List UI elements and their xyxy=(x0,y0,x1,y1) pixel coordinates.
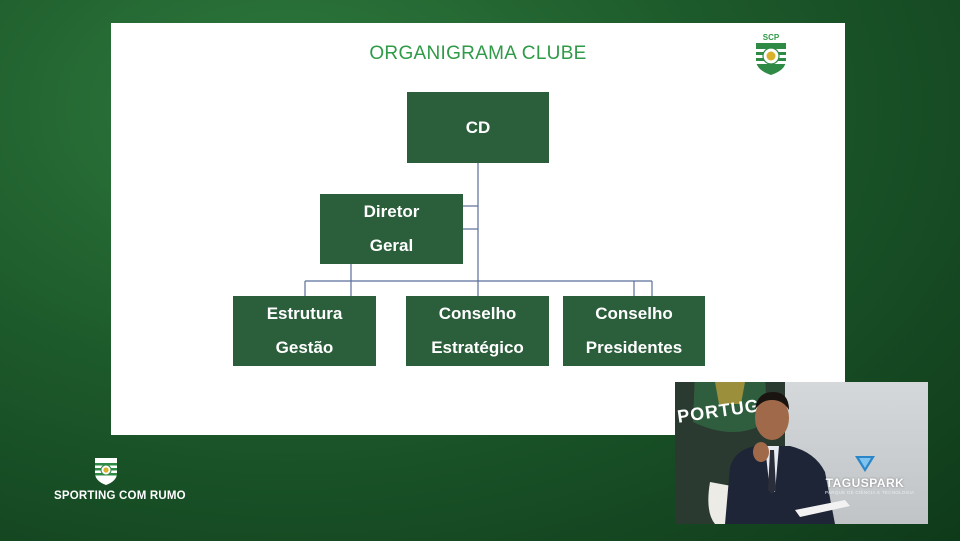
box-cd-label: CD xyxy=(465,117,491,137)
org-box-diretor-geral: Diretor Geral xyxy=(320,194,463,264)
sporting-crest-icon: SCP xyxy=(756,33,786,75)
crest-scp-text: SCP xyxy=(763,33,780,42)
org-box-conselho-estrategico: Conselho Estratégico xyxy=(406,296,549,366)
speaker-video-overlay: PORTUGA TAGUSPARK PARQUE DE CIÊNCIA E TE… xyxy=(675,382,928,524)
brand-tagline: PARQUE DE CIÊNCIA E TECNOLOGIA xyxy=(825,490,915,495)
org-box-conselho-presidentes: Conselho Presidentes xyxy=(563,296,705,366)
org-connectors xyxy=(304,163,653,296)
box-estrutura-line1: Estrutura xyxy=(266,304,343,323)
slide-title: ORGANIGRAMA CLUBE xyxy=(369,43,587,64)
org-box-estrutura-gestao: Estrutura Gestão xyxy=(233,296,376,366)
box-presidentes-line1: Conselho xyxy=(595,304,673,323)
backdrop-crest-shape xyxy=(693,382,767,432)
box-presidentes-line2: Presidentes xyxy=(585,338,683,357)
sporting-com-rumo-logo: SPORTING COM RUMO xyxy=(54,456,186,502)
taguspark-logo: TAGUSPARK PARQUE DE CIÊNCIA E TECNOLOGIA xyxy=(825,454,915,495)
footer-text: SPORTING COM RUMO xyxy=(54,490,186,502)
presentation-slide: ORGANIGRAMA CLUBE SCP CD Diretor Geral E… xyxy=(111,23,845,435)
box-diretor-line2: Geral xyxy=(369,236,414,255)
speaker-figure xyxy=(708,392,850,524)
org-box-cd: CD xyxy=(407,92,549,163)
box-diretor-line1: Diretor xyxy=(363,202,420,221)
box-estrutura-line2: Gestão xyxy=(275,338,334,357)
box-estrategico-line2: Estratégico xyxy=(431,338,524,357)
taguspark-mark-icon xyxy=(855,456,875,472)
sporting-crest-small-icon xyxy=(95,458,117,485)
brand-name: TAGUSPARK xyxy=(825,476,905,490)
box-estrategico-line1: Conselho xyxy=(438,304,517,323)
